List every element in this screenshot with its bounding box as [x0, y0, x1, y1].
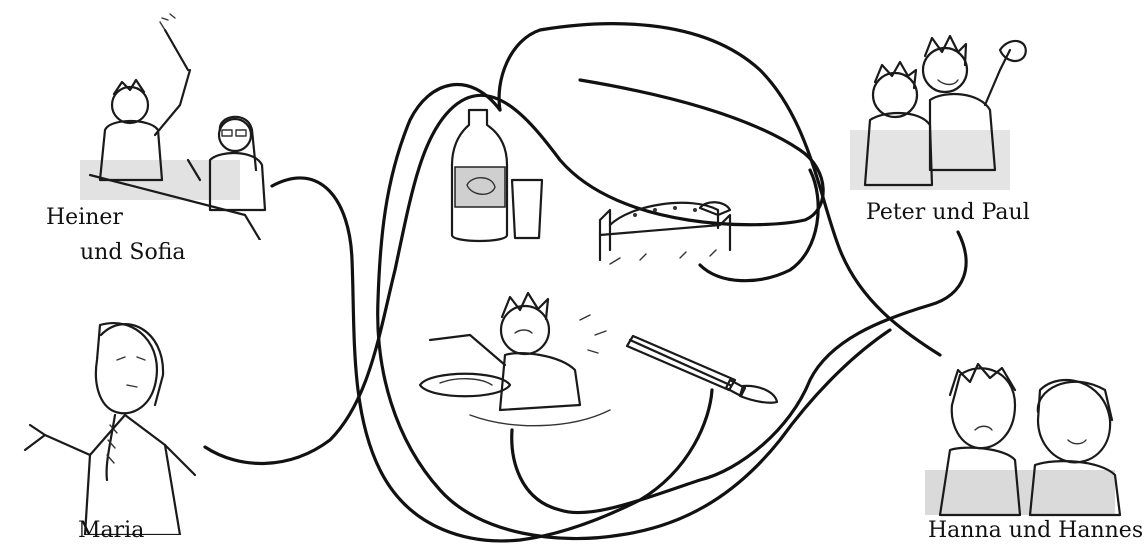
peter-paul-figure: [850, 10, 1040, 200]
label-und-sofia: und Sofia: [80, 240, 186, 265]
maria-figure: [5, 305, 205, 535]
label-maria: Maria: [78, 518, 144, 543]
bed-icon: [590, 180, 750, 270]
label-heiner: Heiner: [46, 205, 123, 230]
label-hanna-hannes: Hanna und Hannes: [928, 518, 1143, 543]
paintbrush-icon: [625, 330, 785, 420]
milk-bottle-icon: [447, 105, 557, 250]
hanna-hannes-figure: [920, 350, 1130, 520]
boy-eating-figure: [410, 285, 640, 445]
label-peter-paul: Peter und Paul: [866, 200, 1030, 225]
